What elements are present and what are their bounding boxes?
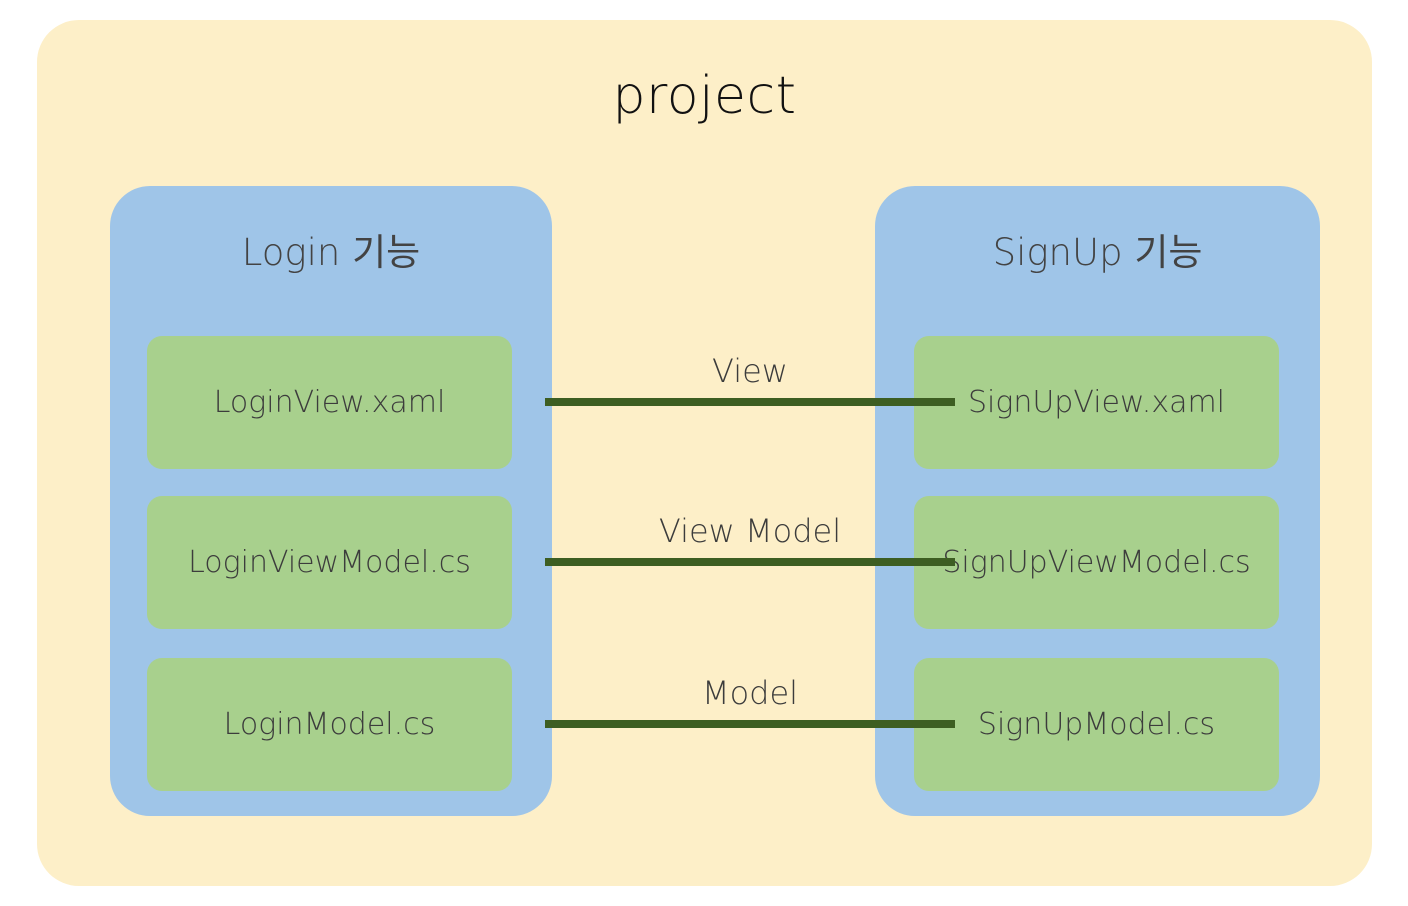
file-label: LoginView.xaml: [213, 384, 446, 420]
connector-label-view: View: [712, 352, 788, 390]
page-title: project: [612, 66, 797, 126]
feature-group-signup-title: SignUp 기능: [992, 231, 1203, 274]
file-label: SignUpView.xaml: [967, 384, 1226, 420]
file-label: LoginViewModel.cs: [188, 544, 471, 580]
feature-group-login: Login 기능 LoginView.xaml LoginViewModel.c…: [110, 186, 552, 816]
feature-group-signup: SignUp 기능 SignUpView.xaml SignUpViewMode…: [875, 186, 1320, 816]
project-container: project Login 기능 LoginView.xaml LoginVie…: [37, 20, 1372, 886]
file-label: SignUpModel.cs: [977, 706, 1216, 742]
file-box-signup-view: SignUpView.xaml: [914, 336, 1279, 469]
file-box-signup-model: SignUpModel.cs: [914, 658, 1279, 791]
connector-line-model: [545, 720, 955, 728]
file-box-signup-viewmodel: SignUpViewModel.cs: [914, 496, 1279, 629]
file-label: LoginModel.cs: [223, 706, 436, 742]
connector-line-view-model: [545, 558, 955, 566]
file-box-login-viewmodel: LoginViewModel.cs: [147, 496, 512, 629]
connector-label-model: Model: [701, 674, 799, 712]
connector-label-view-model: View Model: [658, 512, 842, 550]
feature-group-login-title: Login 기능: [241, 231, 421, 274]
file-box-login-model: LoginModel.cs: [147, 658, 512, 791]
file-label: SignUpViewModel.cs: [942, 544, 1251, 580]
connector-line-view: [545, 398, 955, 406]
file-box-login-view: LoginView.xaml: [147, 336, 512, 469]
